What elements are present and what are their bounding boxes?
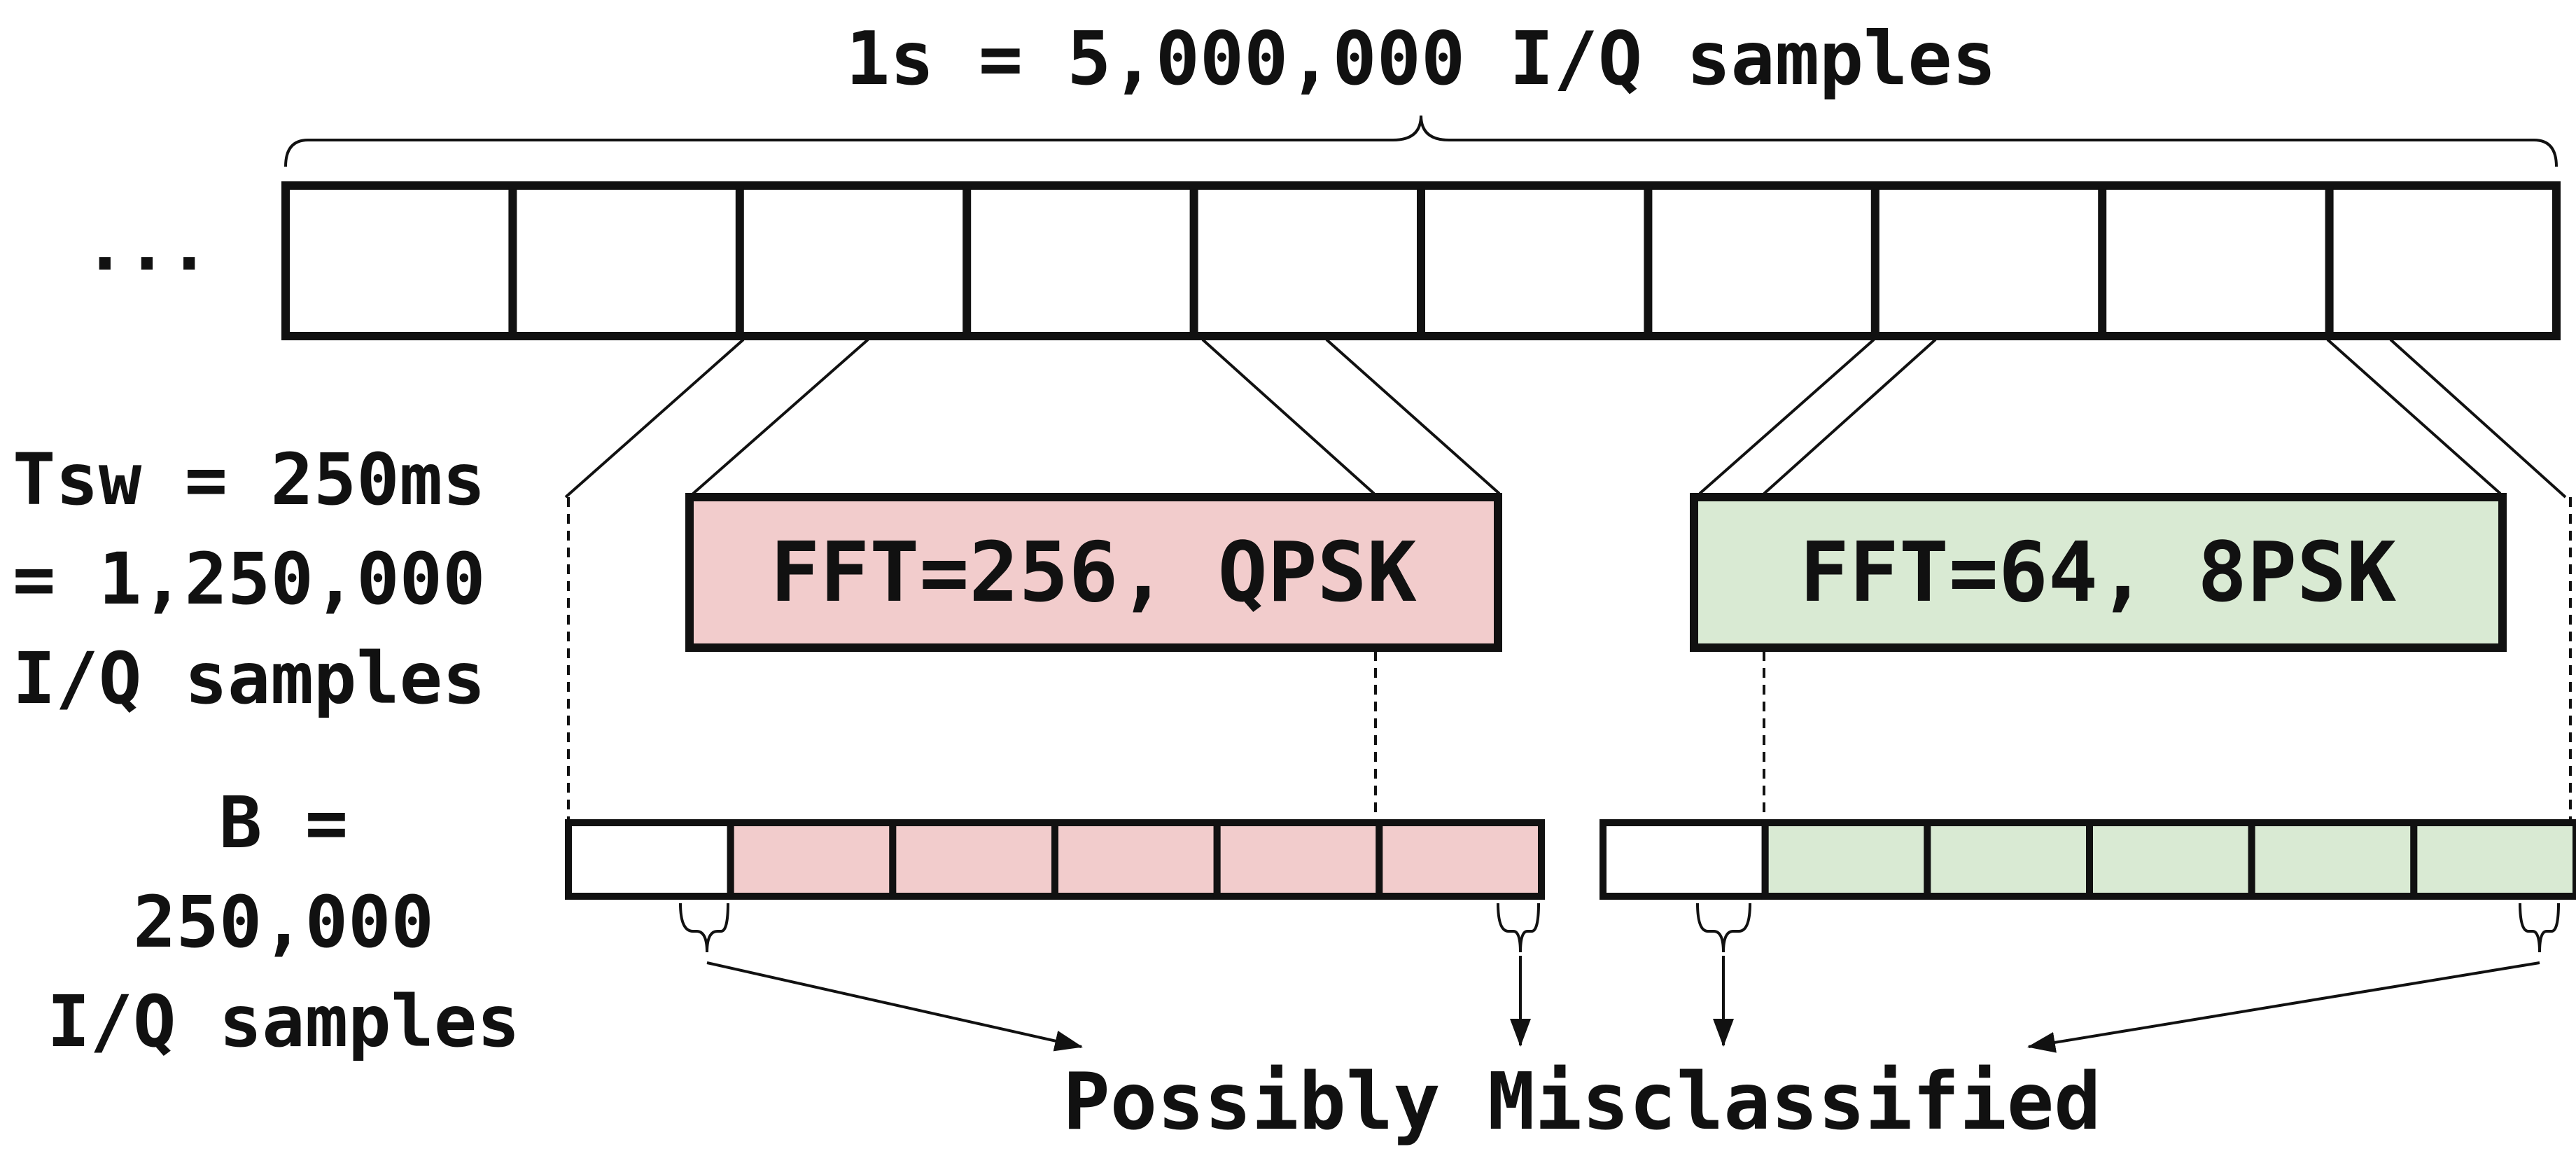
zoom-line-outer-right-c	[2326, 338, 2502, 495]
zoom-line-outer-right-a	[1698, 338, 1875, 495]
window-duration-line-2: = 1,250,000	[13, 538, 486, 621]
window-strip-right-segment	[1761, 819, 1931, 900]
zoom-line-outer-left-d	[1325, 338, 1501, 495]
batch-size-label: B = 250,000 I/Q samples	[47, 781, 520, 1064]
window-box-left-rect	[685, 493, 1502, 652]
window-box-left-label: FFT=256, QPSK	[770, 524, 1417, 620]
zoom-lines	[564, 338, 2567, 499]
window-strip-right-segment	[2248, 819, 2418, 900]
stream-duration-title: 1s = 5,000,000 I/Q samples	[846, 16, 1996, 102]
arrow-right-end	[2027, 961, 2540, 1053]
dashed-lines	[567, 497, 2572, 823]
sample-stream	[281, 181, 2561, 340]
window-strip-left-segment	[727, 819, 897, 900]
zoom-line-outer-left-a	[564, 338, 745, 499]
window-duration-line-3: I/Q samples	[13, 637, 486, 720]
batch-brace-right-end	[2519, 903, 2560, 953]
window-strip-left-segment	[1213, 819, 1383, 900]
window-strip-right-segment	[2410, 819, 2576, 900]
window-duration-line-1: Tsw = 250ms	[13, 438, 486, 522]
window-strip-left	[565, 819, 1546, 900]
window-duration-label: Tsw = 250ms = 1,250,000 I/Q samples	[13, 438, 486, 720]
zoom-line-outer-right-b	[1763, 338, 1937, 495]
window-strip-left-segment	[1376, 819, 1546, 900]
zoom-line-outer-right-d	[2389, 338, 2567, 499]
batch-brace-left-end	[1497, 903, 1540, 953]
batch-size-line-1: B =	[219, 781, 348, 865]
batch-brace-left-start	[679, 903, 729, 953]
misclassified-label: Possibly Misclassified	[1063, 1057, 2101, 1148]
window-strip-right	[1600, 819, 2576, 900]
window-strip-right-segment	[1600, 819, 1769, 900]
window-strip-right-segment	[1924, 819, 2093, 900]
window-box-left: FFT=256, QPSK	[685, 493, 1502, 652]
zoom-line-outer-left-b	[692, 338, 869, 495]
stream-brace	[284, 115, 2558, 167]
window-strip-right-segment	[2086, 819, 2255, 900]
window-strip-left-segment	[1051, 819, 1221, 900]
window-box-right: FFT=64, 8PSK	[1690, 493, 2507, 652]
sample-stream-dividers	[508, 186, 2334, 336]
arrow-left-start	[706, 961, 1083, 1052]
batch-size-line-3: I/Q samples	[47, 980, 520, 1064]
window-strip-left-segment	[889, 819, 1059, 900]
zoom-line-outer-left-c	[1201, 338, 1376, 495]
stream-ellipsis: ...	[84, 204, 211, 286]
window-box-right-rect	[1690, 493, 2507, 652]
batch-brace-right-start	[1696, 903, 1751, 953]
batch-braces	[679, 903, 2560, 953]
misclassified-arrows	[706, 956, 2540, 1053]
window-strip-left-segment	[565, 819, 734, 900]
window-box-right-label: FFT=64, 8PSK	[1800, 524, 2397, 620]
batch-size-line-2: 250,000	[133, 881, 434, 964]
